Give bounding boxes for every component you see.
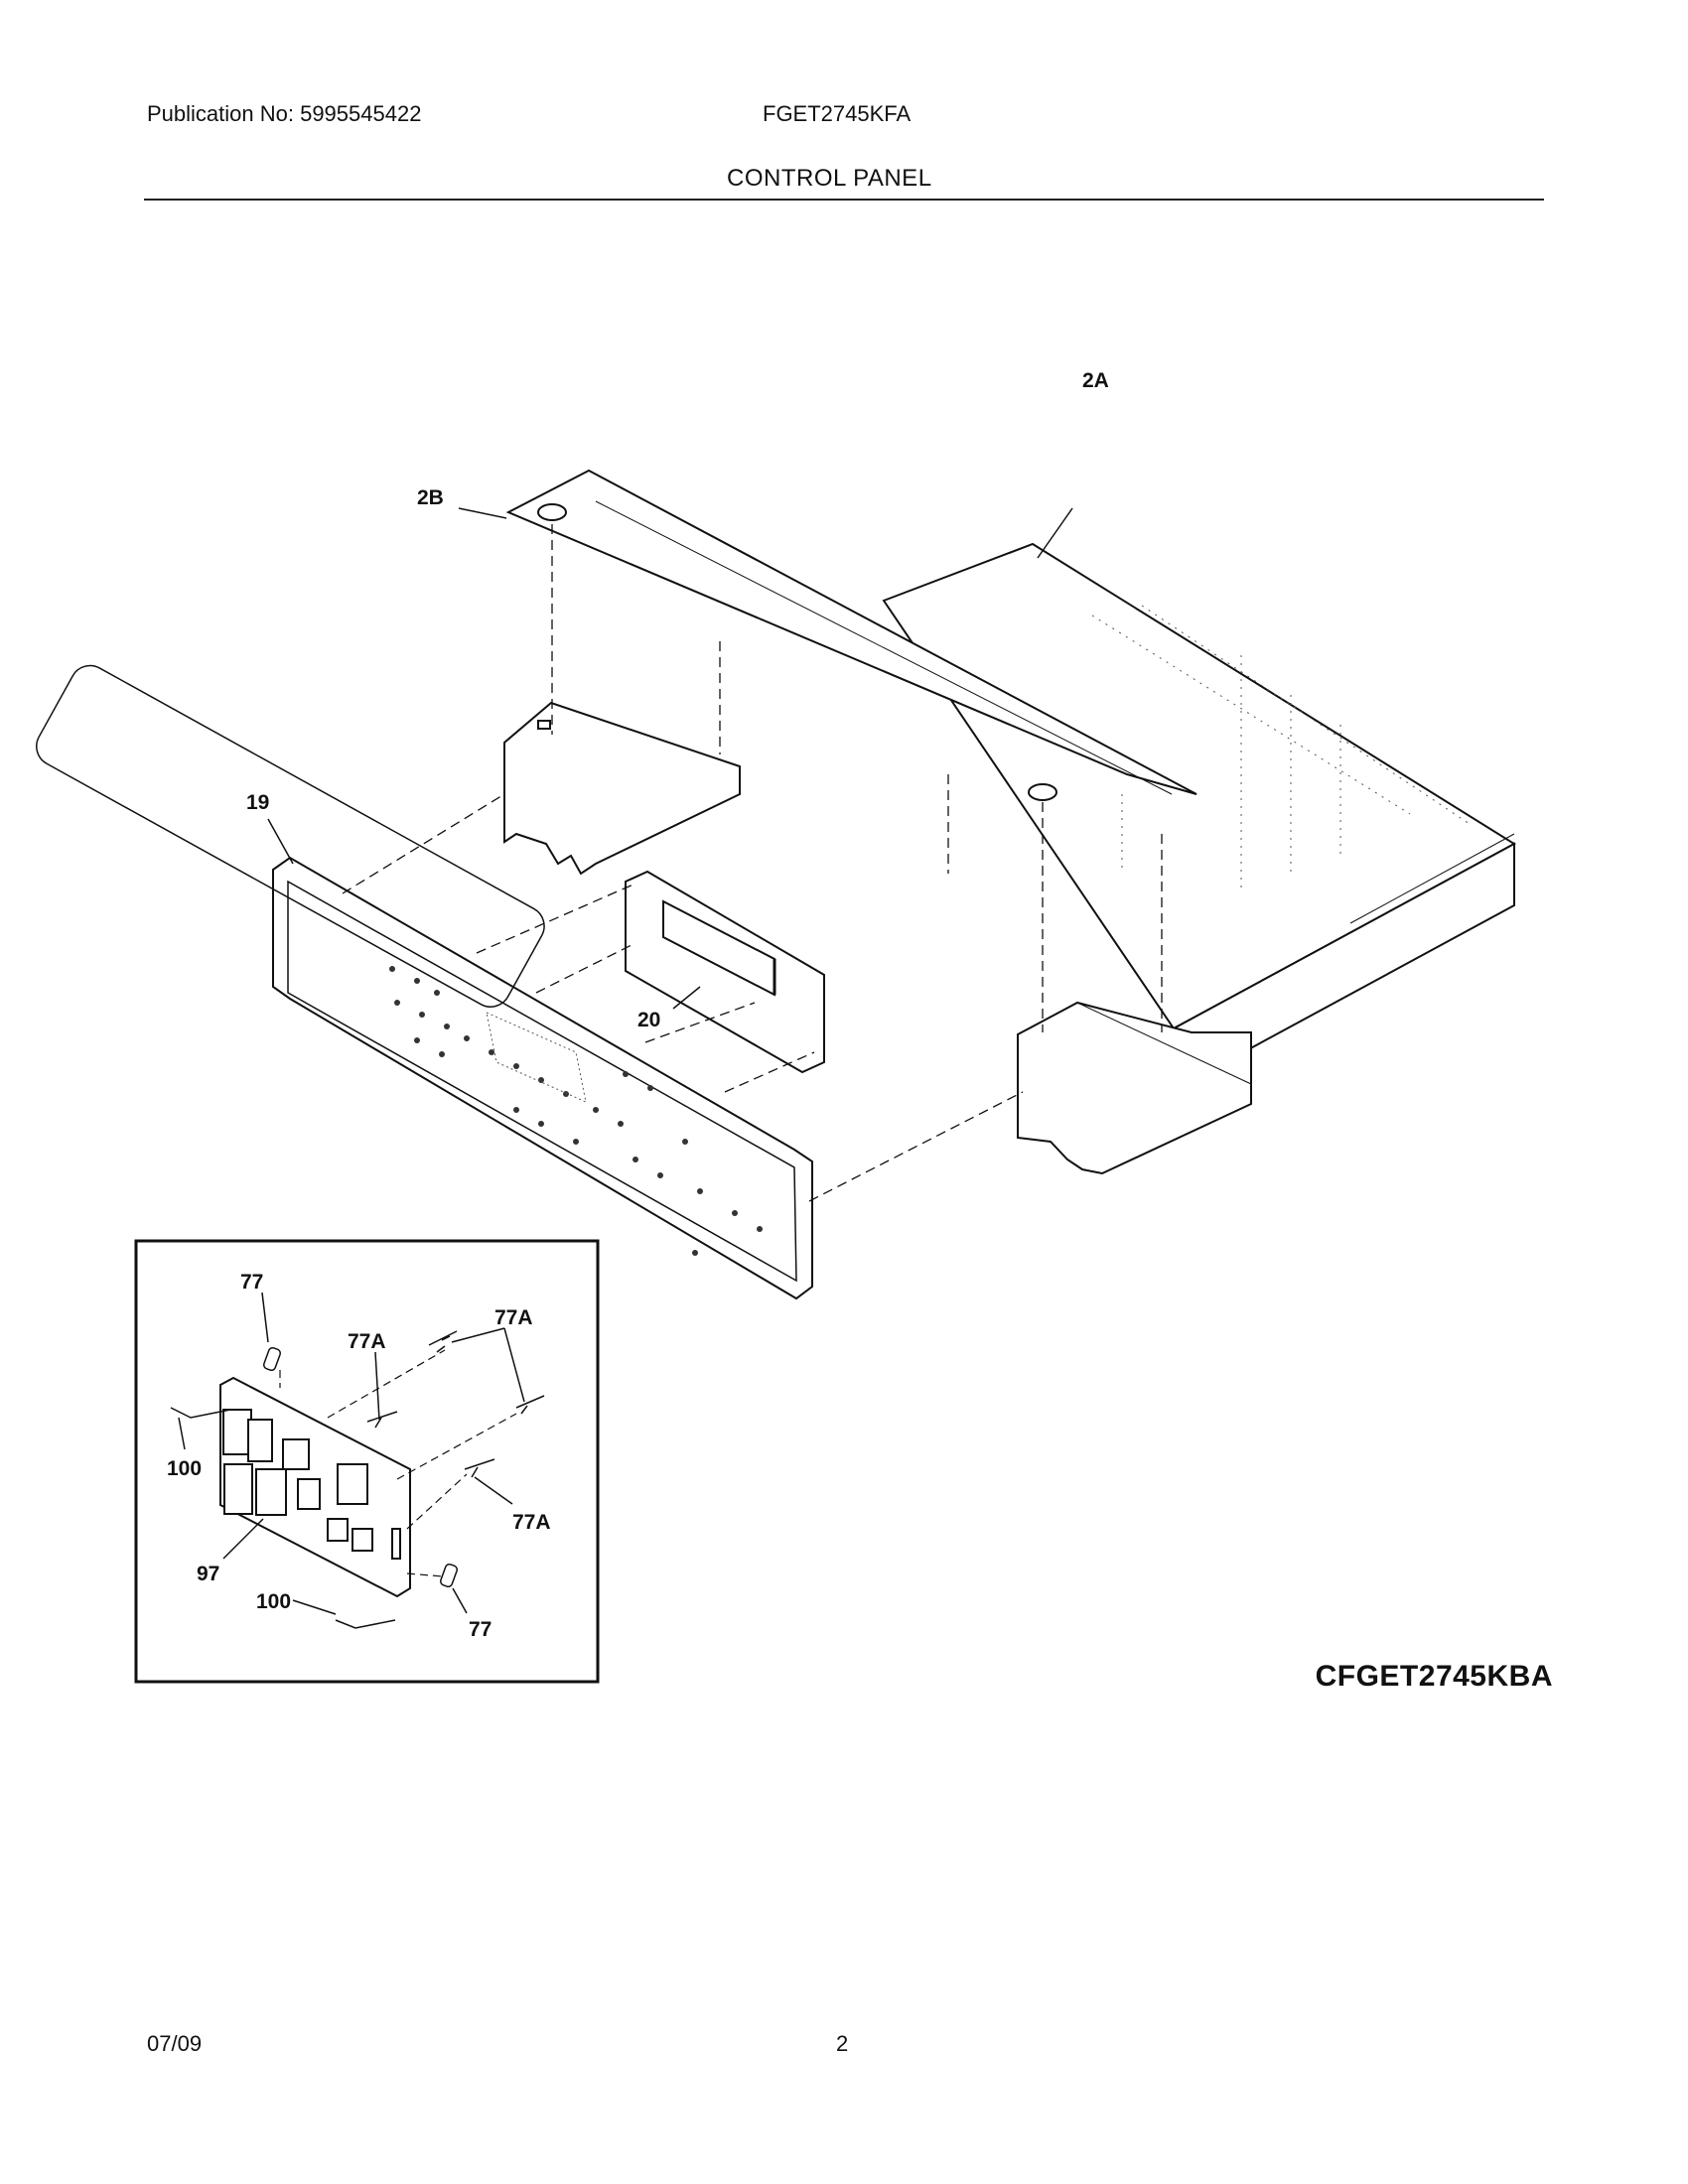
right-side-bracket	[1017, 1001, 1252, 1175]
diagram-reference-code: CFGET2745KBA	[1315, 1660, 1553, 1693]
control-panel-overlay-19	[36, 664, 813, 1300]
part-label-2A: 2A	[1082, 369, 1109, 392]
inset-label-77A-lower: 77A	[512, 1511, 551, 1534]
inset-label-77-bottom: 77	[469, 1618, 492, 1641]
model-number: FGET2745KFA	[763, 101, 912, 126]
inset-label-77A-right: 77A	[494, 1306, 533, 1329]
display-board-20	[625, 870, 825, 1074]
inset-label-77-top: 77	[240, 1271, 263, 1294]
inset-label-100-left: 100	[167, 1457, 202, 1480]
control-housing-2A	[882, 542, 1516, 1092]
section-title: CONTROL PANEL	[727, 165, 932, 192]
inset-label-77A-left: 77A	[348, 1330, 386, 1353]
assembly-guide-lines	[342, 524, 1163, 1202]
part-label-19: 19	[246, 791, 269, 814]
top-trim-2B	[505, 469, 1197, 801]
page-number: 2	[836, 2031, 849, 2056]
header-rule	[144, 199, 1544, 201]
inset-detail	[134, 1239, 600, 1684]
part-label-2B: 2B	[417, 486, 444, 509]
inset-label-97: 97	[197, 1563, 219, 1585]
leader-lines	[267, 507, 1073, 1010]
inset-label-100-bottom: 100	[256, 1590, 291, 1613]
part-label-20: 20	[637, 1009, 660, 1031]
control-board-97	[219, 1376, 411, 1598]
footer-date: 07/09	[147, 2031, 203, 2056]
left-side-bracket	[503, 701, 741, 876]
publication-number: Publication No: 5995545422	[147, 101, 422, 126]
